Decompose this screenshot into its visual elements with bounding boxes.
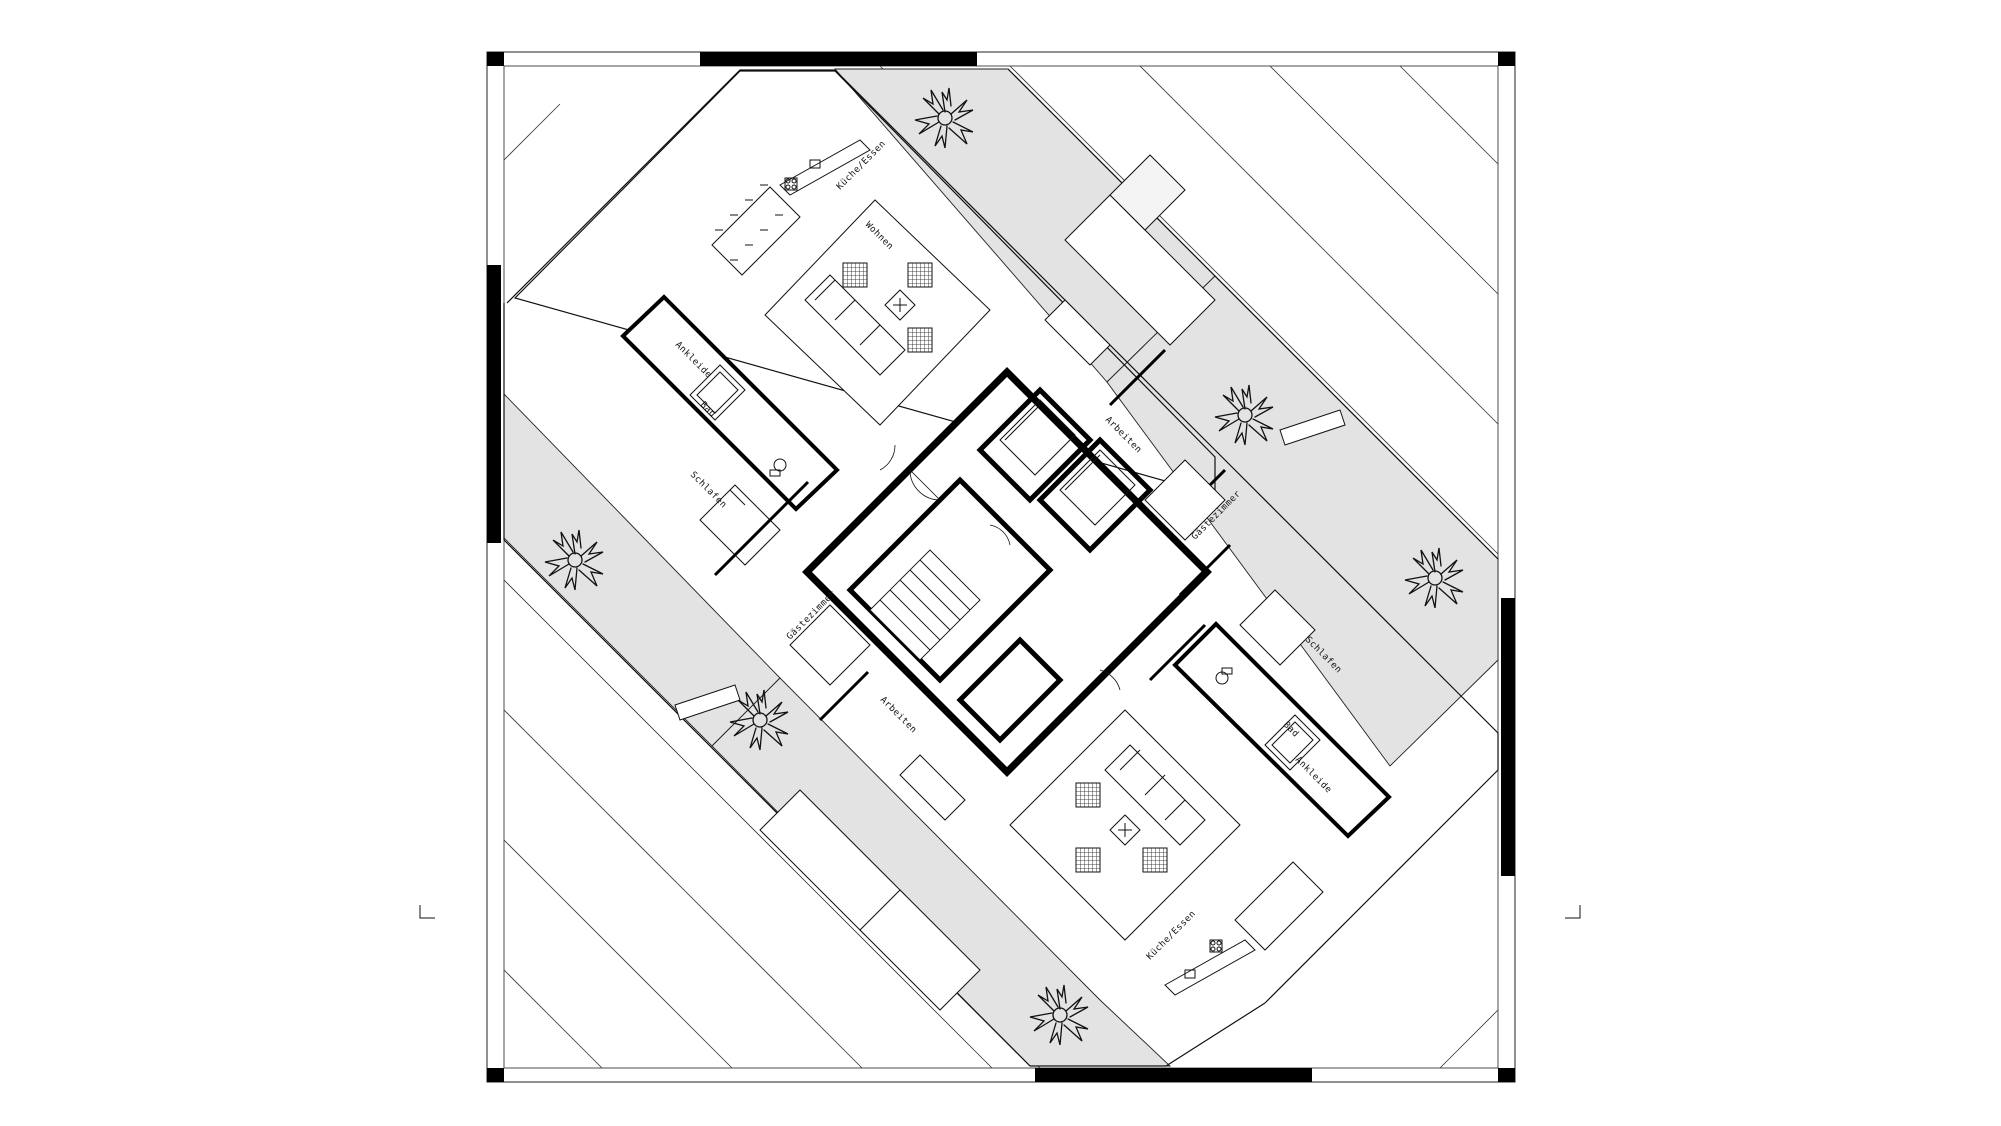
desk-icon [1044, 299, 1111, 366]
kitchen-counter [779, 139, 871, 196]
armchair-icon [1142, 847, 1168, 873]
desk-icon [899, 754, 966, 821]
stair-icon [869, 549, 981, 661]
coffee-table-icon [884, 289, 916, 321]
bed-icon [699, 484, 781, 566]
armchair-icon [842, 262, 868, 288]
toilet-icon [769, 458, 787, 477]
outer-frame [486, 51, 1516, 1083]
sink-icon [1184, 969, 1196, 979]
trees [544, 87, 1464, 1046]
armchair-icon [907, 327, 933, 353]
kitchen-counter [1164, 939, 1256, 996]
dining-table-icon [1234, 861, 1324, 951]
dining-table-icon [711, 184, 801, 276]
armchair-icon [907, 262, 933, 288]
central-core [802, 367, 1212, 777]
bench-icon [1279, 409, 1346, 446]
bed-icon [1239, 589, 1316, 666]
bed-icon [1144, 459, 1226, 541]
garden-hatching [503, 65, 1499, 1069]
sink-icon [809, 159, 821, 169]
bathtub-icon [1264, 714, 1321, 771]
stove-icon [784, 177, 798, 191]
toilet-icon [1215, 667, 1233, 685]
armchair-icon [1075, 782, 1101, 808]
room-label-arbeiten-2: Arbeiten [878, 695, 919, 736]
bathtub-icon [689, 364, 746, 421]
building-slab [503, 68, 1499, 1067]
armchair-icon [1075, 847, 1101, 873]
sofa-icon [1104, 744, 1206, 846]
door-icon [879, 444, 1121, 691]
room-label-kueche-essen-2: Küche/Essen [1145, 909, 1198, 962]
room-label-schlafen: Schlafen [688, 470, 729, 511]
unit-bottom-right: Küche/Essen Bad Ankleide Schlafen Gästez… [818, 459, 1392, 996]
stove-icon [1209, 939, 1223, 953]
bathroom-block [620, 294, 840, 512]
elevator-icon [999, 399, 1136, 526]
coffee-table-icon [1109, 814, 1141, 846]
bench-icon [674, 684, 741, 721]
bathroom-block [1172, 621, 1392, 839]
bed-icon [789, 604, 871, 686]
balconies [759, 154, 1216, 1011]
sofa-icon [804, 274, 906, 376]
planting-strips [503, 68, 1499, 1067]
section-markers [419, 905, 1581, 919]
